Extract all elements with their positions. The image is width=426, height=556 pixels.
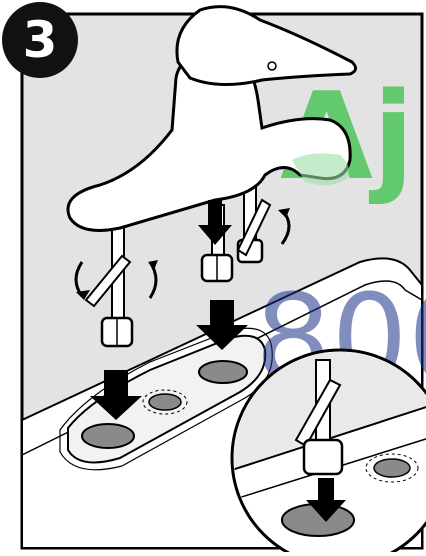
down-arrow-icon: [198, 200, 232, 245]
handle-indicator: [267, 61, 277, 71]
deck-hole-left: [81, 423, 135, 449]
rotate-arrow-head: [76, 290, 90, 300]
detail-inset: [230, 348, 426, 556]
spout-tint: [292, 153, 349, 186]
faucet-handle: [175, 5, 357, 87]
mounting-clip-left: [84, 254, 132, 308]
deck-hole-right: [198, 360, 248, 384]
rotate-arrow-head: [148, 260, 158, 270]
deck-hole-center-outline: [142, 389, 188, 415]
sink-deck-edge: [21, 280, 423, 456]
deck-hole-center: [148, 393, 182, 411]
step-number-badge: 3: [2, 2, 78, 78]
rotate-arrow-head: [278, 208, 290, 218]
down-arrow-icon: [90, 370, 142, 420]
faucet-body: [66, 50, 352, 232]
down-arrow-icon: [196, 300, 248, 350]
mounting-clip-right: [236, 198, 272, 257]
